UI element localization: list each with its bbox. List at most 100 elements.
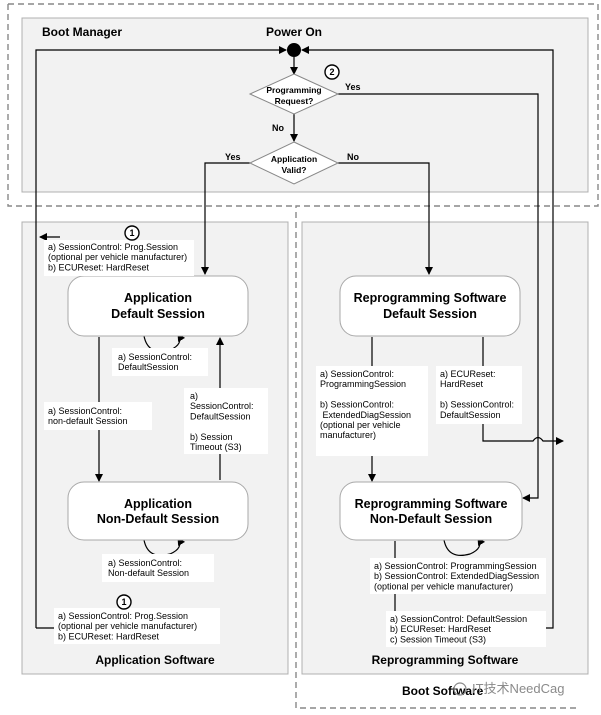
label-bg-app-default-to-boot bbox=[44, 240, 194, 276]
decision-application-valid bbox=[248, 141, 340, 185]
label-reprog-nondefault-self-line: b) SessionControl: ExtendedDiagSession bbox=[374, 571, 539, 581]
app-nondefault-title-2: Non-Default Session bbox=[97, 512, 219, 526]
edge-reprog-default-to-boot bbox=[482, 337, 564, 445]
label-app-nondefault-to-default-line: a) bbox=[190, 391, 198, 401]
decision-programming-request bbox=[248, 73, 340, 115]
label-reprog-nondefault-self-line: (optional per vehicle manufacturer) bbox=[374, 581, 513, 591]
label-reprog-default-to-nondefault-line: (optional per vehicle bbox=[320, 420, 401, 430]
label-reprog-nondefault-to-boot-line: a) SessionControl: DefaultSession bbox=[390, 614, 527, 624]
watermark-icon bbox=[453, 682, 467, 696]
programming-yes-label: Yes bbox=[345, 82, 361, 92]
state-app-default-session bbox=[67, 275, 249, 337]
label-app-nondefault-to-boot-line: b) ECUReset: HardReset bbox=[58, 631, 160, 641]
label-reprog-default-to-boot-line: HardReset bbox=[440, 379, 484, 389]
reprog-default-title-2: Default Session bbox=[383, 307, 477, 321]
loop-reprog-nondefault-self bbox=[443, 537, 486, 556]
badge-1-top bbox=[124, 225, 140, 241]
label-bg-reprog-nondefault-self bbox=[370, 558, 546, 594]
label-app-default-to-boot-line: (optional per vehicle manufacturer) bbox=[48, 252, 187, 262]
label-reprog-default-to-nondefault-line: b) SessionControl: bbox=[320, 400, 394, 410]
label-reprog-default-to-boot-line: DefaultSession bbox=[440, 410, 501, 420]
label-bg-app-default-to-nondefault bbox=[44, 402, 152, 430]
badge-1-top-label: 1 bbox=[129, 228, 134, 238]
label-app-nondefault-to-default-line: Timeout (S3) bbox=[190, 442, 242, 452]
power-on-label: Power On bbox=[266, 25, 322, 39]
label-app-nondefault-to-default-line: DefaultSession bbox=[190, 411, 251, 421]
app-nondefault-title-1: Application bbox=[124, 497, 192, 511]
label-reprog-nondefault-to-boot-line: b) ECUReset: HardReset bbox=[390, 624, 492, 634]
edge-reprog-nondefault-to-boot bbox=[301, 46, 554, 629]
application-valid-yes-label: Yes bbox=[225, 152, 241, 162]
label-app-nondefault-to-default: a)SessionControl:DefaultSession b) Sessi… bbox=[190, 391, 254, 452]
reprog-nondefault-title-2: Non-Default Session bbox=[370, 512, 492, 526]
label-reprog-default-to-boot: a) ECUReset:HardReset b) SessionControl:… bbox=[440, 369, 514, 420]
label-bg-app-nondefault-to-default bbox=[184, 388, 268, 454]
label-reprog-default-to-nondefault-line: manufacturer) bbox=[320, 430, 376, 440]
label-reprog-default-to-nondefault-line: ExtendedDiagSession bbox=[320, 410, 411, 420]
edge-programming-yes bbox=[338, 93, 539, 502]
programming-request-label-1: Programming bbox=[266, 85, 321, 95]
label-bg-reprog-default-to-nondefault bbox=[316, 366, 428, 456]
label-app-nondefault-to-boot: a) SessionControl: Prog.Session(optional… bbox=[58, 611, 197, 641]
app-default-title-1: Application bbox=[124, 291, 192, 305]
label-reprog-default-to-nondefault: a) SessionControl:ProgrammingSession b) … bbox=[320, 369, 411, 440]
label-app-default-to-nondefault-line: non-default Session bbox=[48, 416, 128, 426]
boot-manager-outline bbox=[7, 4, 296, 207]
label-app-default-self-line: DefaultSession bbox=[118, 362, 179, 372]
label-app-default-self-line: a) SessionControl: bbox=[118, 352, 192, 362]
label-bg-app-nondefault-to-boot bbox=[54, 608, 220, 644]
application-valid-label-2: Valid? bbox=[281, 165, 306, 175]
state-reprog-default-session bbox=[339, 275, 521, 337]
application-valid-label-1: Application bbox=[271, 154, 317, 164]
label-reprog-default-to-nondefault-line: ProgrammingSession bbox=[320, 379, 406, 389]
reprogramming-software-title: Reprogramming Software bbox=[372, 653, 519, 667]
badge-2-label: 2 bbox=[329, 67, 334, 77]
label-app-nondefault-to-default-line bbox=[190, 422, 193, 432]
initial-state-node bbox=[287, 43, 301, 57]
label-reprog-default-to-boot-line: b) SessionControl: bbox=[440, 400, 514, 410]
label-reprog-default-to-nondefault-line bbox=[320, 389, 323, 399]
label-reprog-default-to-boot-line bbox=[440, 389, 443, 399]
label-app-default-to-boot: a) SessionControl: Prog.Session(optional… bbox=[48, 242, 187, 272]
application-valid-no-label: No bbox=[347, 152, 359, 162]
label-app-nondefault-self-line: Non-default Session bbox=[108, 568, 189, 578]
reprog-nondefault-title-1: Reprogramming Software bbox=[355, 497, 508, 511]
label-app-nondefault-to-boot-line: (optional per vehicle manufacturer) bbox=[58, 621, 197, 631]
label-app-default-self: a) SessionControl:DefaultSession bbox=[118, 352, 192, 372]
label-reprog-nondefault-to-boot-line: c) Session Timeout (S3) bbox=[390, 634, 486, 644]
label-app-default-to-nondefault-line: a) SessionControl: bbox=[48, 406, 122, 416]
watermark-text: IT技术NeedCag bbox=[472, 681, 564, 696]
label-app-default-to-boot-line: a) SessionControl: Prog.Session bbox=[48, 242, 178, 252]
edge-return-to-poweron bbox=[35, 46, 287, 628]
label-bg-app-nondefault-self bbox=[102, 554, 214, 582]
label-app-nondefault-to-boot-line: a) SessionControl: Prog.Session bbox=[58, 611, 188, 621]
app-default-title-2: Default Session bbox=[111, 307, 205, 321]
badge-2 bbox=[324, 64, 340, 80]
state-reprog-nondefault-session bbox=[339, 481, 523, 541]
label-app-nondefault-to-default-line: SessionControl: bbox=[190, 401, 254, 411]
boot-software-outline bbox=[8, 3, 599, 709]
reprog-default-title-1: Reprogramming Software bbox=[354, 291, 507, 305]
label-app-default-to-boot-line: b) ECUReset: HardReset bbox=[48, 262, 150, 272]
boot-manager-title: Boot Manager bbox=[42, 25, 122, 39]
label-bg-app-default-self bbox=[112, 348, 208, 376]
programming-no-label: No bbox=[272, 123, 284, 133]
label-reprog-default-to-nondefault-line: a) SessionControl: bbox=[320, 369, 394, 379]
label-app-nondefault-self-line: a) SessionControl: bbox=[108, 558, 182, 568]
edge-application-valid-yes bbox=[201, 162, 250, 275]
label-reprog-nondefault-self-line: a) SessionControl: ProgrammingSession bbox=[374, 561, 537, 571]
badge-1-bottom bbox=[116, 594, 132, 610]
state-app-nondefault-session bbox=[67, 481, 249, 541]
label-app-default-to-nondefault: a) SessionControl:non-default Session bbox=[48, 406, 128, 426]
badge-1-bottom-label: 1 bbox=[121, 597, 126, 607]
application-software-title: Application Software bbox=[95, 653, 215, 667]
label-app-nondefault-to-default-line: b) Session bbox=[190, 432, 233, 442]
edge-application-valid-no bbox=[338, 162, 433, 275]
label-bg-reprog-default-to-boot bbox=[436, 366, 522, 424]
label-reprog-default-to-boot-line: a) ECUReset: bbox=[440, 369, 496, 379]
label-bg-reprog-nondefault-to-boot bbox=[386, 611, 546, 647]
label-app-nondefault-self: a) SessionControl:Non-default Session bbox=[108, 558, 189, 578]
